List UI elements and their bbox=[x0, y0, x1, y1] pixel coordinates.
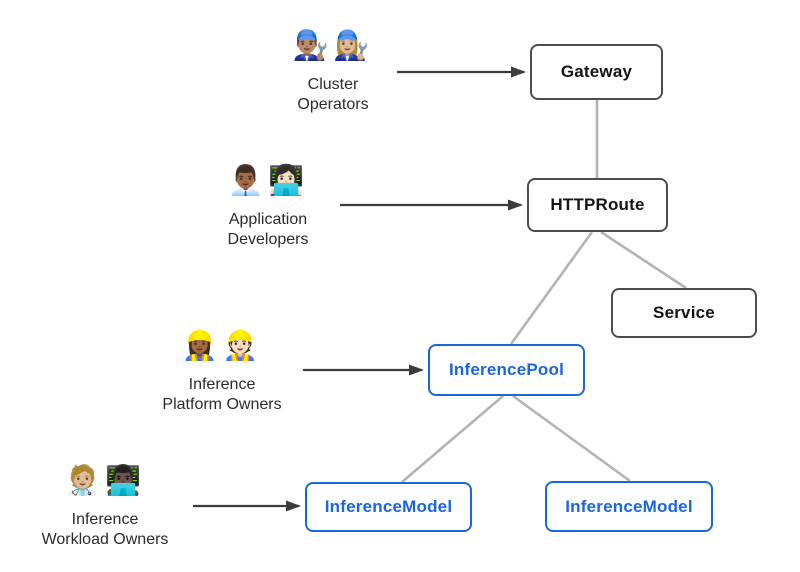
actor-inference-workload-owners: 🧑🏼‍⚕️👨🏿‍💻 Inference Workload Owners bbox=[42, 463, 169, 550]
node-inferencepool: InferencePool bbox=[428, 344, 585, 396]
node-inferencemodel-left-label: InferenceModel bbox=[324, 497, 453, 516]
label-line: Platform Owners bbox=[162, 396, 282, 413]
node-inferencemodel-right: InferenceModel bbox=[545, 481, 713, 532]
node-inferencemodel-left: InferenceModel bbox=[305, 482, 472, 532]
label-line: Inference bbox=[71, 511, 139, 528]
actor-application-developers: 👨🏾‍💼👩🏻‍💻 Application Developers bbox=[228, 163, 309, 250]
man-construction-worker-emoji: 👷🏻 bbox=[221, 330, 263, 362]
actor-inference-platform-owners: 👷🏾‍♀️👷🏻 Inference Platform Owners bbox=[162, 328, 281, 415]
node-gateway: Gateway bbox=[530, 44, 663, 100]
node-inferencemodel-right-label: InferenceModel bbox=[565, 496, 693, 516]
application-developers-label: Application Developers bbox=[228, 210, 309, 250]
label-line: Workload Owners bbox=[41, 531, 169, 548]
node-service-label: Service bbox=[653, 303, 715, 322]
label-line: Application bbox=[228, 211, 308, 228]
woman-mechanic-emoji: 👩🏼‍🔧 bbox=[333, 30, 374, 62]
edge-httproute-inferencepool bbox=[509, 231, 594, 345]
label-line: Cluster bbox=[307, 76, 359, 93]
inference-workload-owners-persona-icons: 🧑🏼‍⚕️👨🏿‍💻 bbox=[65, 463, 145, 499]
edge-httproute-service bbox=[600, 230, 687, 290]
inference-workload-owners-label: Inference Workload Owners bbox=[42, 510, 169, 550]
label-line: Developers bbox=[227, 231, 309, 248]
node-httproute-label: HTTPRoute bbox=[550, 195, 645, 214]
cluster-operators-persona-icons: 👨🏽‍🔧👩🏼‍🔧 bbox=[293, 28, 373, 64]
man-technologist-emoji: 👨🏿‍💻 bbox=[104, 465, 146, 497]
node-gateway-label: Gateway bbox=[560, 62, 633, 81]
inference-platform-owners-label: Inference Platform Owners bbox=[162, 375, 281, 415]
inference-platform-owners-persona-icons: 👷🏾‍♀️👷🏻 bbox=[182, 328, 262, 364]
node-service: Service bbox=[611, 288, 757, 338]
man-office-worker-emoji: 👨🏾‍💼 bbox=[227, 165, 268, 197]
man-mechanic-emoji: 👨🏽‍🔧 bbox=[292, 30, 333, 62]
cluster-operators-label: Cluster Operators bbox=[297, 75, 368, 115]
health-worker-emoji: 🧑🏼‍⚕️ bbox=[64, 465, 105, 497]
application-developers-persona-icons: 👨🏾‍💼👩🏻‍💻 bbox=[228, 163, 308, 199]
node-inferencepool-label: InferencePool bbox=[448, 360, 565, 379]
woman-technologist-emoji: 👩🏻‍💻 bbox=[268, 165, 309, 197]
node-httproute: HTTPRoute bbox=[527, 178, 668, 232]
actor-cluster-operators: 👨🏽‍🔧👩🏼‍🔧 Cluster Operators bbox=[293, 28, 373, 115]
label-line: Inference bbox=[188, 376, 256, 393]
edge-inferencepool-inferencemodel-left bbox=[401, 395, 504, 483]
woman-construction-worker-emoji: 👷🏾‍♀️ bbox=[181, 330, 222, 362]
edge-inferencepool-inferencemodel-right bbox=[512, 394, 631, 483]
label-line: Operators bbox=[297, 96, 369, 113]
